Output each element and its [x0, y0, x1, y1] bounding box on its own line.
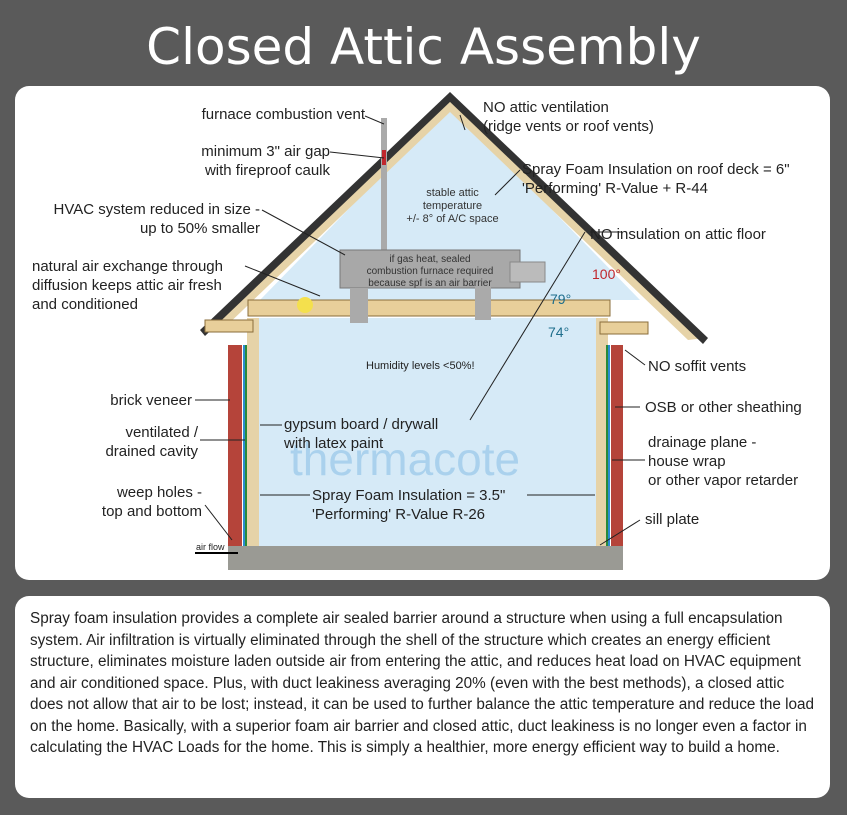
- brick-right: [611, 345, 623, 547]
- label-line: with latex paint: [284, 435, 384, 452]
- description-panel: [15, 596, 830, 798]
- label-line: and conditioned: [32, 296, 138, 313]
- label-drainage: drainage plane - house wrap or other vapor…: [648, 433, 798, 490]
- roof-left: [200, 92, 452, 336]
- label-line: house wrap: [648, 453, 726, 470]
- label-gypsum: gypsum board / drywall with latex paint: [284, 415, 438, 453]
- page-title: Closed Attic Assembly: [146, 18, 701, 76]
- label-line: gypsum board / drywall: [284, 416, 439, 433]
- label-air-exchange: natural air exchange through diffusion ke…: [32, 257, 223, 314]
- label-line: drainage plane -: [648, 434, 757, 451]
- label-line: because spf is an air barrier: [368, 278, 492, 289]
- combustion-vent-pipe: [381, 118, 387, 258]
- label-sill: sill plate: [645, 511, 700, 528]
- temp-outside: 100°: [592, 266, 621, 282]
- label-weep: weep holes - top and bottom: [40, 483, 202, 521]
- temp-room: 74°: [548, 324, 570, 340]
- label-line: with fireproof caulk: [204, 162, 330, 179]
- label-line: minimum 3" air gap: [201, 143, 330, 160]
- label-line: weep holes -: [116, 484, 202, 501]
- duct-down-left: [350, 288, 368, 323]
- label-no-floor-insulation: NO insulation on attic floor: [590, 226, 766, 243]
- label-line: stable attic: [426, 187, 479, 199]
- label-air-flow: air flow: [196, 542, 225, 552]
- top-plate-left: [204, 319, 254, 333]
- duct-down-right: [475, 280, 491, 320]
- label-line: diffusion keeps attic air fresh: [32, 277, 222, 294]
- label-cavity: ventilated / drained cavity: [40, 423, 198, 461]
- label-line: temperature: [422, 200, 483, 212]
- label-no-ventilation: NO attic ventilation (ridge vents or roof…: [483, 98, 654, 136]
- label-line: Spray Foam Insulation = 3.5": [312, 487, 506, 504]
- label-line: top and bottom: [101, 503, 202, 520]
- label-line: (ridge vents or roof vents): [483, 118, 654, 135]
- label-line: 'Performing' R-Value R-26: [312, 506, 486, 523]
- label-line: +/- 8° of A/C space: [406, 213, 499, 225]
- label-no-soffit: NO soffit vents: [648, 358, 747, 375]
- label-wall-foam: Spray Foam Insulation = 3.5" 'Performing'…: [312, 486, 505, 524]
- watermark: thermacote: [290, 433, 520, 485]
- foundation: [228, 546, 623, 570]
- top-plate-right: [599, 321, 649, 335]
- label-line: 'Performing' R-Value + R-44: [522, 180, 708, 197]
- label-air-gap: minimum 3" air gap with fireproof caulk: [120, 142, 330, 180]
- label-hvac: HVAC system reduced in size - up to 50% s…: [40, 200, 260, 238]
- label-line: up to 50% smaller: [139, 220, 260, 237]
- label-humidity: Humidity levels <50%!: [366, 360, 475, 372]
- label-line: combustion furnace required: [366, 266, 494, 277]
- wall-foam-left: [247, 318, 259, 546]
- room-space: [258, 318, 598, 546]
- label-brick: brick veneer: [110, 392, 192, 409]
- label-line: ventilated /: [125, 424, 198, 441]
- light-fixture: [297, 297, 313, 313]
- label-osb: OSB or other sheathing: [645, 399, 802, 416]
- temp-attic: 79°: [550, 291, 572, 307]
- attic-floor-joist: [247, 299, 611, 317]
- label-furnace-vent: furnace combustion vent: [201, 106, 365, 123]
- label-line: or other vapor retarder: [648, 472, 799, 489]
- label-roof-foam: Spray Foam Insulation on roof deck = 6" '…: [522, 160, 790, 198]
- label-line: drained cavity: [105, 443, 198, 460]
- label-line: NO attic ventilation: [483, 99, 609, 116]
- label-line: Spray Foam Insulation on roof deck = 6": [522, 161, 790, 178]
- roof-right: [448, 92, 708, 344]
- label-line: HVAC system reduced in size -: [53, 201, 260, 218]
- duct-right: [509, 261, 546, 283]
- brick-left: [228, 345, 242, 547]
- label-line: natural air exchange through: [32, 258, 223, 275]
- wall-foam-right: [596, 318, 608, 546]
- label-line: if gas heat, sealed: [389, 254, 471, 265]
- description-text: Spray foam insulation provides a complet…: [30, 610, 815, 756]
